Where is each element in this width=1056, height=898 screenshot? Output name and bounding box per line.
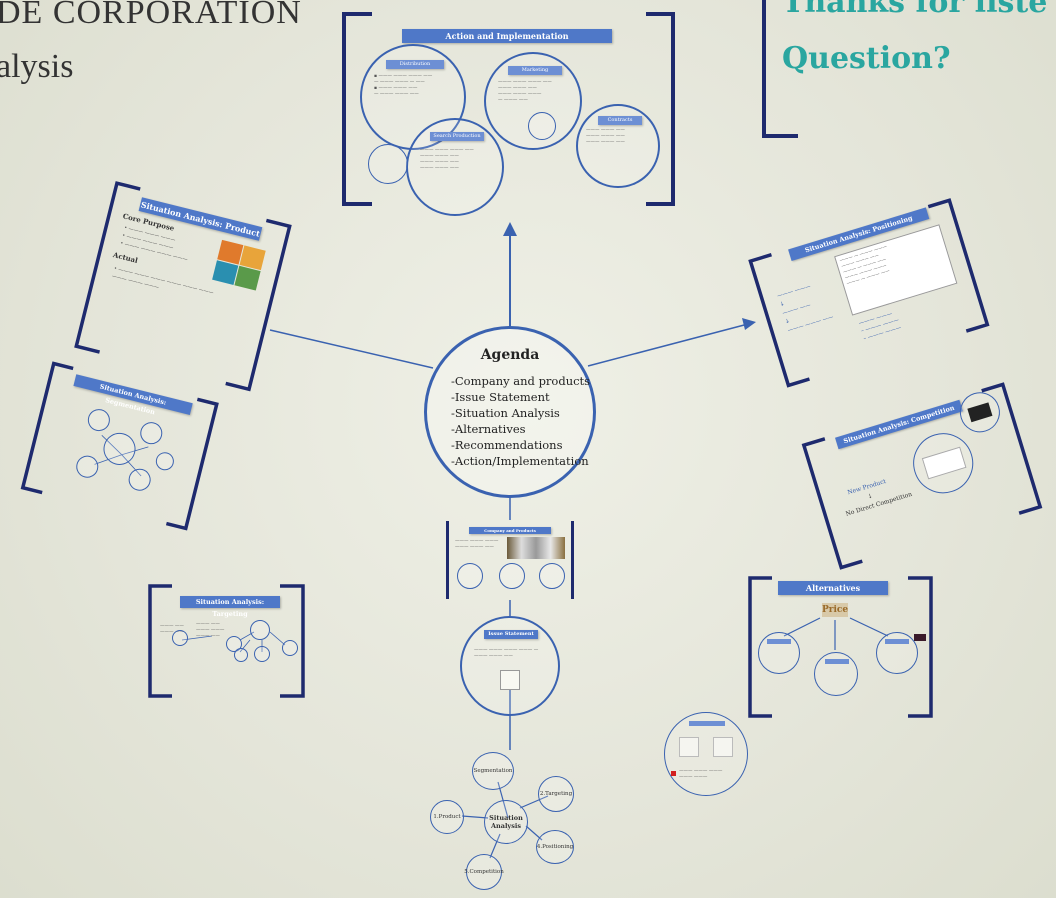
alt-right-bar [885, 639, 909, 644]
recommendation-bar [689, 721, 725, 726]
action-frame-title[interactable]: Action and Implementation [402, 29, 612, 43]
quad-green [234, 265, 261, 291]
search-notes: ——— ——— ——— ————— ——— ————— ——— ————— ——… [420, 148, 474, 171]
action-circle-distribution[interactable]: Distribution ▪ ——— ——— ——— ——— ——— ——— —… [360, 44, 466, 150]
price-label: Price [822, 603, 849, 617]
agenda-item-alternatives[interactable]: -Alternatives [451, 422, 526, 436]
situation-node-competition[interactable]: 5.Competition [464, 854, 504, 890]
alt-circle-left[interactable] [758, 632, 800, 674]
alt-circle-mid[interactable] [814, 652, 858, 696]
company-frame[interactable]: Company and Products ——— ——— —————— ——— … [446, 521, 574, 599]
issue-circle[interactable]: Issue Statement ——— ——— ——— ——— ———— ———… [460, 616, 560, 716]
company-photo [507, 537, 565, 559]
company-node-1[interactable] [457, 563, 483, 589]
recommendation-notes: ——— ——— —————— ——— [679, 769, 723, 780]
arrow-down-icon: ↓ [866, 492, 874, 501]
company-notes: ——— ——— —————— ——— —— [455, 539, 499, 550]
situation-node-segmentation[interactable]: Segmentation [472, 752, 514, 790]
situation-center-node[interactable]: Situation Analysis [484, 800, 528, 844]
agenda-item-action[interactable]: -Action/Implementation [451, 454, 589, 468]
target-node-e[interactable] [282, 640, 298, 656]
mini-circle-mid[interactable] [528, 112, 556, 140]
agenda-item-issue[interactable]: -Issue Statement [451, 390, 550, 404]
action-circle-contracts[interactable]: Contracts ——— ——— ————— ——— ————— ——— —— [576, 104, 660, 188]
marketing-notes: ——— ——— ——— ————— ——— ————— ——— ———— ———… [498, 80, 552, 103]
alt-dark-thumb [914, 634, 926, 641]
alt-circle-right[interactable] [876, 632, 918, 674]
targeting-notes-left: ——— ————— —— [160, 624, 184, 635]
seg-node-3[interactable] [73, 453, 101, 481]
target-node-b[interactable] [250, 620, 270, 640]
recommendation-thumb-1 [679, 737, 699, 757]
agenda-item-company[interactable]: -Company and products [451, 374, 591, 388]
distribution-notes: ▪ ——— ——— ——— ——— ——— ——— — ——▪ ——— ——— … [374, 74, 433, 97]
targeting-title[interactable]: Situation Analysis: Targeting [180, 596, 280, 618]
seg-node-5[interactable] [153, 450, 176, 473]
contracts-notes: ——— ——— ————— ——— ————— ——— —— [586, 128, 625, 145]
presentation-subtitle: alysis [0, 48, 74, 85]
distribution-label: Distribution [386, 60, 444, 69]
situation-node-positioning[interactable]: 4.Positioning [536, 830, 574, 864]
situation-node-targeting[interactable]: 2.Targeting [538, 776, 574, 812]
action-circle-search[interactable]: Search Production ——— ——— ——— ————— ——— … [406, 118, 504, 216]
company-node-3[interactable] [539, 563, 565, 589]
search-label: Search Production [430, 132, 484, 141]
question-line: Question? [782, 41, 951, 76]
agenda-list: -Company and products -Issue Statement -… [451, 373, 591, 469]
alt-left-bar [767, 639, 791, 644]
company-title: Company and Products [469, 527, 551, 534]
agenda-item-situation[interactable]: -Situation Analysis [451, 406, 560, 420]
situation-node-product[interactable]: 1.Product [430, 800, 464, 834]
competition-circle[interactable] [905, 425, 981, 501]
competition-table [921, 446, 967, 480]
recommendation-thumb-2 [713, 737, 733, 757]
agenda-title: Agenda [480, 347, 540, 363]
target-node-a[interactable] [172, 630, 188, 646]
contracts-label: Contracts [598, 116, 642, 125]
thanks-line: Thanks for liste [782, 0, 1048, 20]
issue-thumb [500, 670, 520, 690]
red-marker-icon [671, 771, 676, 776]
recommendation-circle[interactable]: ——— ——— —————— ——— [664, 712, 748, 796]
company-node-2[interactable] [499, 563, 525, 589]
alt-mid-bar [825, 659, 849, 664]
targeting-notes-mid: ——— ————— —————— —— [196, 622, 225, 639]
seg-node-2[interactable] [137, 419, 165, 447]
issue-notes: ——— ——— ——— ——— ———— ——— —— [474, 648, 539, 659]
actual-label: Actual [112, 250, 139, 265]
agenda-item-recommendations[interactable]: -Recommendations [451, 438, 563, 452]
seg-node-1[interactable] [85, 406, 113, 434]
agenda-circle[interactable]: Agenda -Company and products -Issue Stat… [424, 326, 596, 498]
competition-photo [967, 402, 993, 423]
target-node-d[interactable] [254, 646, 270, 662]
seg-center-node[interactable] [100, 429, 139, 469]
presentation-title: DE CORPORATION [0, 0, 302, 31]
target-node-f[interactable] [234, 648, 248, 662]
mini-circle-left[interactable] [368, 144, 408, 184]
marketing-label: Marketing [508, 66, 562, 75]
positioning-flow: ——— ———↓——— ——↓——— ——— —— [776, 283, 835, 334]
seg-node-4[interactable] [126, 466, 154, 494]
issue-title: Issue Statement [484, 630, 538, 639]
alternatives-title[interactable]: Alternatives [778, 581, 888, 595]
